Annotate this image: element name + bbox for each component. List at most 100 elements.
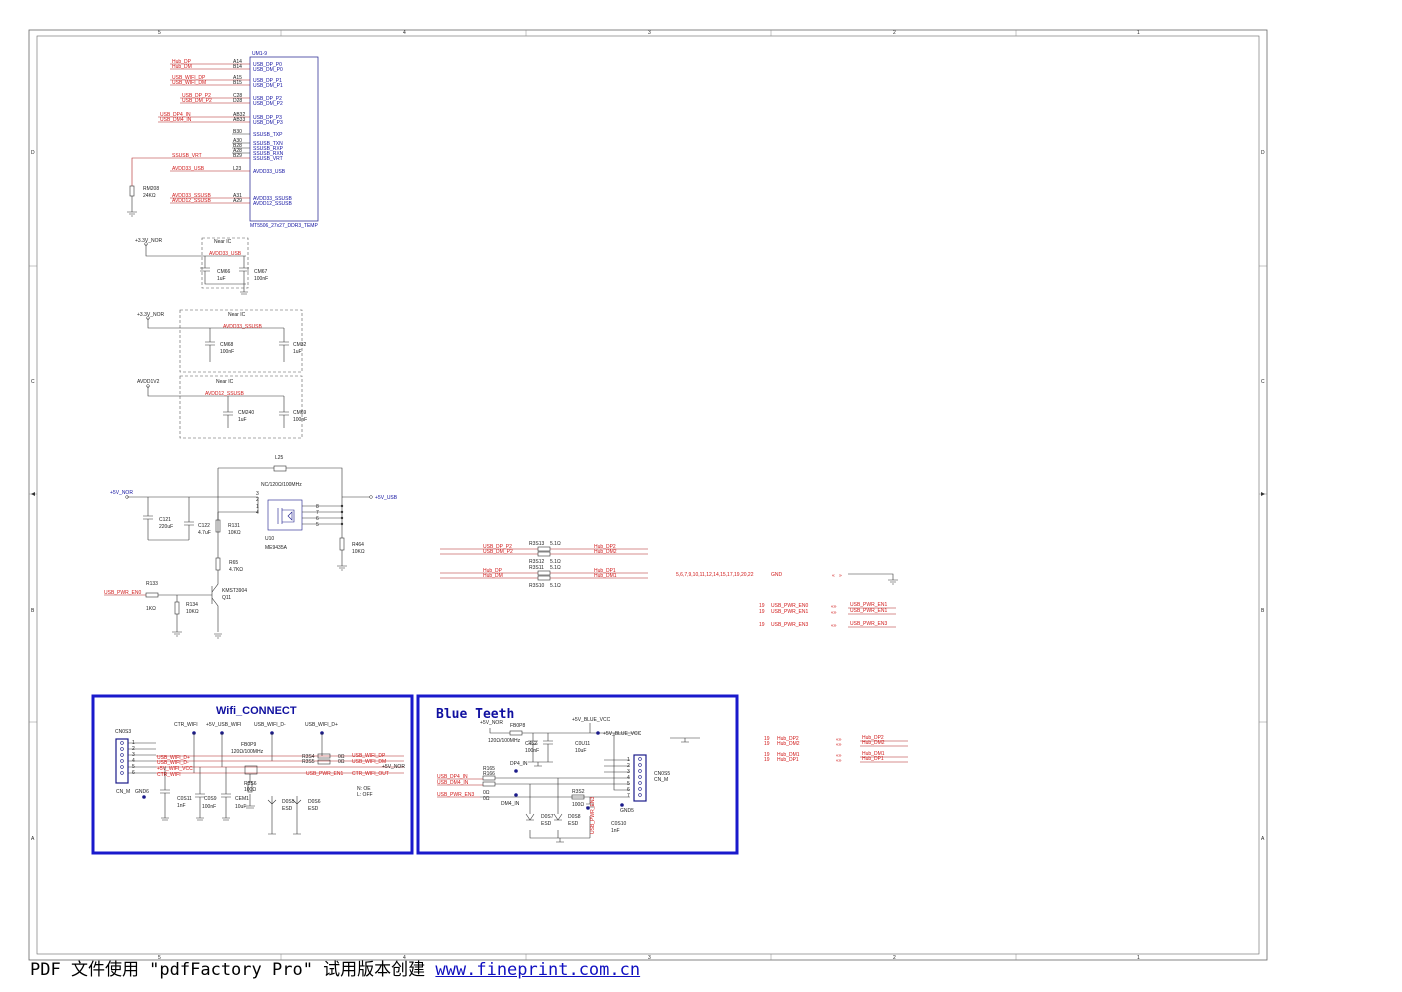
resistor-r464 bbox=[339, 537, 345, 551]
c452-ref: C452 bbox=[525, 741, 537, 747]
ic-pin-number: B14 bbox=[233, 64, 242, 70]
offpage-sheet-number: 19 bbox=[764, 752, 770, 758]
rs-left-net: USB_DP_P2 bbox=[483, 544, 512, 550]
c121-ref: C121 bbox=[159, 517, 171, 523]
connector-pin-icon bbox=[638, 793, 642, 797]
offpage-net: Hub_DM2 bbox=[777, 741, 800, 747]
d0s8-ref: D0S8 bbox=[568, 814, 581, 820]
offpage-net: USB_PWR_EN1 bbox=[771, 609, 808, 615]
u10-pin-right: 5 bbox=[316, 522, 319, 528]
ic-pin-net: USB_DM4_IN bbox=[160, 117, 192, 123]
decap3-near-ic-box bbox=[179, 375, 303, 439]
wifi-net-ctr: CTR_WIFI bbox=[157, 772, 181, 778]
r3s2-ref: R3S2 bbox=[572, 789, 585, 795]
cem1-value: 10uF bbox=[235, 804, 246, 810]
r134-value: 10KΩ bbox=[186, 609, 199, 615]
resistor-r3s6 bbox=[247, 781, 253, 793]
decap2-caps bbox=[205, 328, 289, 362]
offpage-out-net: Hub_DP2 bbox=[862, 735, 884, 741]
decap1-near-ic: Near IC bbox=[214, 239, 232, 245]
c0s9-ref: C0S9 bbox=[204, 796, 217, 802]
ic-body bbox=[249, 56, 319, 222]
frame-arrow-icons bbox=[31, 492, 1265, 496]
r3s4-value: 0Ω bbox=[338, 754, 345, 760]
ic-pin-name: AVDD33_SSUSB bbox=[253, 196, 292, 202]
frame-row-c-right: C bbox=[1261, 379, 1265, 385]
rs-ref: R3S11 bbox=[529, 565, 544, 571]
d0s8-value: ESD bbox=[568, 821, 579, 827]
connector-pin-icon bbox=[120, 765, 124, 769]
rs-value: 5.1Ω bbox=[550, 583, 561, 589]
rs-value: 5.1Ω bbox=[550, 559, 561, 565]
watermark-text: PDF 文件使用 "pdfFactory Pro" 试用版本创建 bbox=[30, 960, 436, 980]
r3s5-value: 0Ω bbox=[338, 759, 345, 765]
u10-pin-left: 3 bbox=[256, 491, 259, 497]
ic-pin-name: AVDD12_SSUSB bbox=[253, 201, 292, 207]
gnd-pin-list: 5,6,7,9,10,11,12,14,15,17,19,20,22 bbox=[676, 572, 754, 578]
offpage-net: Hub_DM1 bbox=[777, 752, 800, 758]
frame-row-d-right: D bbox=[1261, 150, 1265, 156]
u10-pin-right: 7 bbox=[316, 510, 319, 516]
cm66-ref: CM66 bbox=[217, 269, 231, 275]
bt-dm-tp: DM4_IN bbox=[501, 801, 520, 807]
decap2-net: AVDD33_SSUSB bbox=[223, 324, 262, 330]
ic-pin-name: SSUSB_TXP bbox=[253, 132, 283, 138]
u10-part: ME9435A bbox=[265, 545, 288, 551]
offpage-out-net: USB_PWR_EN3 bbox=[850, 621, 887, 627]
cm32-value: 1uF bbox=[293, 349, 302, 355]
ic-pin-number: AB32 bbox=[233, 112, 245, 118]
r165-value: 0Ω bbox=[483, 790, 490, 796]
wifi-out-dm: USB_WIFI_DM bbox=[352, 759, 386, 765]
offpage-arrow-icon: «» bbox=[836, 742, 842, 748]
r464-value: 10KΩ bbox=[352, 549, 365, 555]
fb0p8-value: 120Ω/100MHz bbox=[488, 738, 521, 744]
offpage-out-net: Hub_DM2 bbox=[862, 740, 885, 746]
rs-right-net: Hub_DP1 bbox=[594, 568, 616, 574]
wifi-net-dplus: USB_WIFI_D+ bbox=[157, 755, 190, 761]
resistor-r166 bbox=[482, 781, 496, 787]
connector-pin-icon bbox=[638, 769, 642, 773]
frame-col-2: 2 bbox=[893, 30, 896, 36]
rs-resistor bbox=[537, 551, 551, 557]
bt-cn-m: CN_M bbox=[654, 777, 668, 783]
rs-value: 5.1Ω bbox=[550, 565, 561, 571]
resistor-r134 bbox=[174, 601, 180, 615]
decap1-net: AVDD33_USB bbox=[209, 251, 242, 257]
decap3-near-ic: Near IC bbox=[216, 379, 234, 385]
r133-value: 1KΩ bbox=[146, 606, 156, 612]
r166-value: 0Ω bbox=[483, 796, 490, 802]
rs-left-net: Hub_DP bbox=[483, 568, 503, 574]
decap1-caps bbox=[200, 256, 249, 295]
c122-ref: C122 bbox=[198, 523, 210, 529]
offpage-out-net: Hub_DM1 bbox=[862, 751, 885, 757]
rs-right-net: Hub_DM2 bbox=[594, 549, 617, 555]
r65-ref: R65 bbox=[229, 560, 238, 566]
wifi-note-2: L: OFF bbox=[357, 792, 373, 798]
frame-row-b: B bbox=[31, 608, 35, 614]
watermark-link[interactable]: www.fineprint.com.cn bbox=[435, 960, 641, 980]
esd-diodes-bt bbox=[525, 803, 594, 821]
ic-pin-net: USB_WIFI_DM bbox=[172, 80, 206, 86]
bluetooth-block: Blue Teeth +5V_NOR FB0P8 120Ω/100MHz C45… bbox=[416, 694, 739, 855]
ic-pin-number: D28 bbox=[233, 98, 242, 104]
offpage-arrow-icon: «» bbox=[831, 604, 837, 610]
decap1-rail: +3.3V_NOR bbox=[135, 238, 162, 244]
u10-ref: U10 bbox=[265, 536, 274, 542]
bt-connector bbox=[633, 754, 647, 802]
pdf-watermark: PDF 文件使用 "pdfFactory Pro" 试用版本创建 www.fin… bbox=[30, 955, 640, 980]
rail-terminal-icon bbox=[125, 495, 129, 499]
resistor-rm208 bbox=[129, 185, 135, 197]
offpage-out-net: USB_PWR_EN1 bbox=[850, 602, 887, 608]
cm67-value: 100nF bbox=[254, 276, 268, 282]
ic-pin-number: A30 bbox=[233, 138, 242, 144]
ic-pin-net: AVDD33_USB bbox=[172, 166, 205, 172]
esd-diodes-wifi bbox=[267, 796, 302, 835]
bt-en-net: USB_PWR_EN3 bbox=[437, 792, 474, 798]
l25-value: NC/120Ω/100MHz bbox=[261, 482, 302, 488]
ic-pin-name: USB_DP_P3 bbox=[253, 115, 282, 121]
